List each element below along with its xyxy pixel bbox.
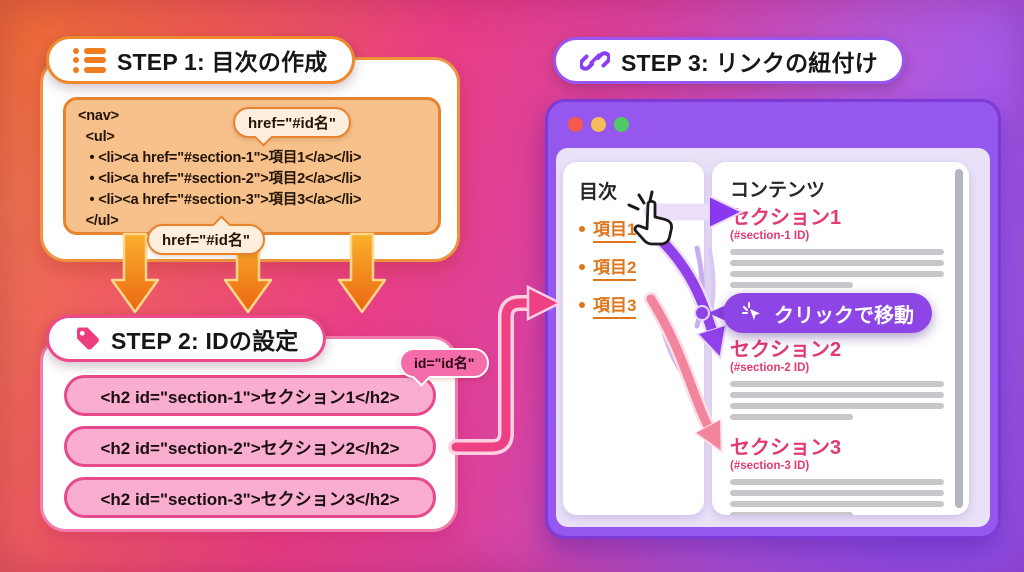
code-line: </ul>	[78, 213, 119, 229]
text-placeholder	[730, 392, 945, 398]
toc-link-1[interactable]: 項目1	[593, 215, 637, 243]
content-section-3: セクション3 (#section-3 ID)	[730, 436, 953, 515]
code-line: <nav>	[78, 108, 119, 124]
content-panel: コンテンツ セクション1 (#section-1 ID) セクション2 (#se…	[712, 162, 969, 515]
toc-item-1[interactable]: 項目1	[579, 215, 694, 243]
hand-cursor-icon	[624, 190, 678, 253]
h2-code-box-2: <h2 id="section-2">セクション2</h2>	[64, 426, 436, 467]
bullet-icon	[579, 226, 585, 232]
section-id-label: (#section-1 ID)	[730, 230, 810, 242]
code-line: • <li><a href="#section-1">項目1</a></li>	[78, 150, 362, 166]
text-placeholder	[730, 490, 945, 496]
section-title: セクション3	[730, 437, 842, 459]
click-badge-label: クリックで移動	[774, 304, 914, 327]
content-heading: コンテンツ	[730, 180, 826, 201]
text-placeholder	[730, 403, 945, 409]
list-icon	[73, 47, 106, 73]
toc-heading: 目次	[579, 182, 618, 203]
content-section-1: セクション1 (#section-1 ID)	[730, 206, 953, 288]
step2-title: STEP 2: IDの設定	[111, 327, 299, 354]
text-placeholder	[730, 479, 945, 485]
step1-title: STEP 1: 目次の作成	[117, 49, 328, 75]
id-callout: id="id名"	[399, 348, 490, 378]
step3-header: STEP 3: リンクの紐付け	[553, 37, 905, 84]
tag-icon	[77, 327, 99, 350]
link-chain-icon	[580, 50, 610, 71]
text-placeholder	[730, 381, 945, 387]
window-controls	[568, 117, 629, 132]
close-dot-icon[interactable]	[568, 117, 583, 132]
content-section-2: セクション2 (#section-2 ID)	[730, 338, 953, 420]
text-placeholder	[730, 249, 945, 255]
maximize-dot-icon[interactable]	[614, 117, 629, 132]
text-placeholder	[730, 260, 945, 266]
toc-link-2[interactable]: 項目2	[593, 253, 637, 281]
h2-code-box-1: <h2 id="section-1">セクション1</h2>	[64, 375, 436, 416]
h2-code-box-3: <h2 id="section-3">セクション3</h2>	[64, 477, 436, 518]
text-placeholder	[730, 271, 945, 277]
toc-item-2[interactable]: 項目2	[579, 253, 694, 281]
minimize-dot-icon[interactable]	[591, 117, 606, 132]
click-to-move-badge: クリックで移動	[723, 293, 932, 333]
section-id-label: (#section-2 ID)	[730, 362, 810, 374]
text-placeholder	[730, 501, 945, 507]
bullet-icon	[579, 302, 585, 308]
bullet-icon	[579, 264, 585, 270]
toc-link-3[interactable]: 項目3	[593, 291, 637, 319]
scrollbar[interactable]	[955, 169, 963, 508]
step1-header: STEP 1: 目次の作成	[46, 36, 355, 84]
href-callout-bottom: href="#id名"	[147, 224, 265, 255]
text-placeholder	[730, 414, 853, 420]
step2-header: STEP 2: IDの設定	[46, 315, 326, 362]
code-line: <ul>	[78, 129, 115, 145]
toc-item-3[interactable]: 項目3	[579, 291, 694, 319]
arrow-cursor-icon	[742, 302, 760, 320]
code-line: • <li><a href="#section-3">項目3</a></li>	[78, 192, 362, 208]
href-callout-top: href="#id名"	[233, 107, 351, 138]
text-placeholder	[730, 282, 853, 288]
step3-title: STEP 3: リンクの紐付け	[621, 49, 878, 76]
text-placeholder	[730, 512, 853, 515]
section-title: セクション1	[730, 207, 842, 229]
code-line: • <li><a href="#section-2">項目2</a></li>	[78, 171, 362, 187]
section-title: セクション2	[730, 339, 842, 361]
section-id-label: (#section-3 ID)	[730, 460, 810, 472]
